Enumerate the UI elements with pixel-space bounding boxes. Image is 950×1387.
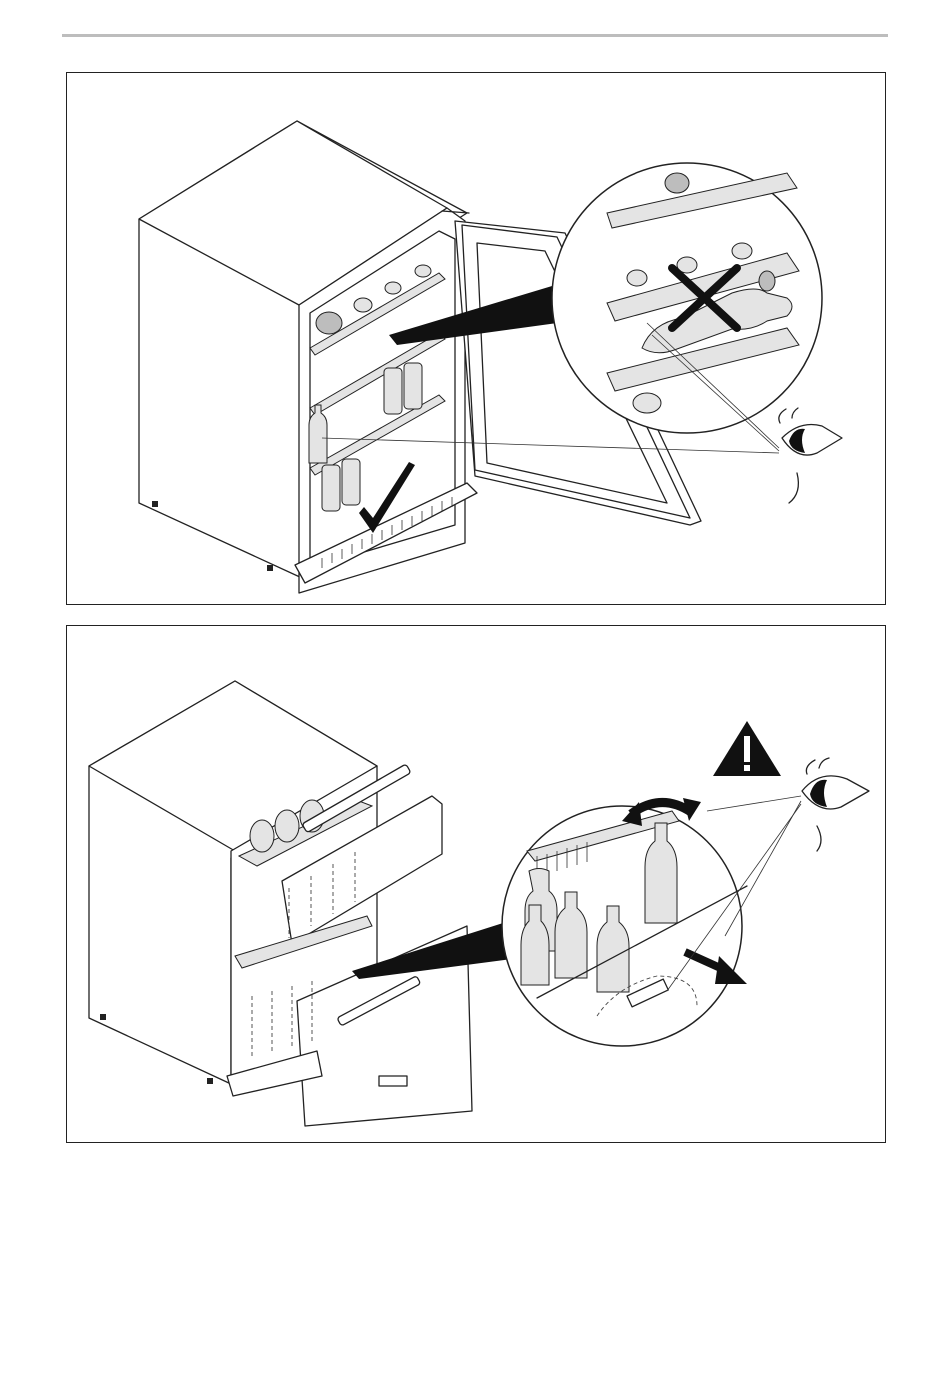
warning-triangle-icon [713,721,781,776]
foot [267,565,273,571]
eye-icon [779,408,842,503]
cooler-door-illustration [67,73,885,604]
drawer-cooler-illustration [67,626,885,1142]
header-rule [62,34,888,37]
foot [207,1078,213,1084]
figure-bottom-panel [66,625,886,1143]
eye-icon [802,758,869,851]
drawer-label [379,1076,407,1086]
foot [100,1014,106,1020]
foot [152,501,158,507]
figure-top-panel [66,72,886,605]
